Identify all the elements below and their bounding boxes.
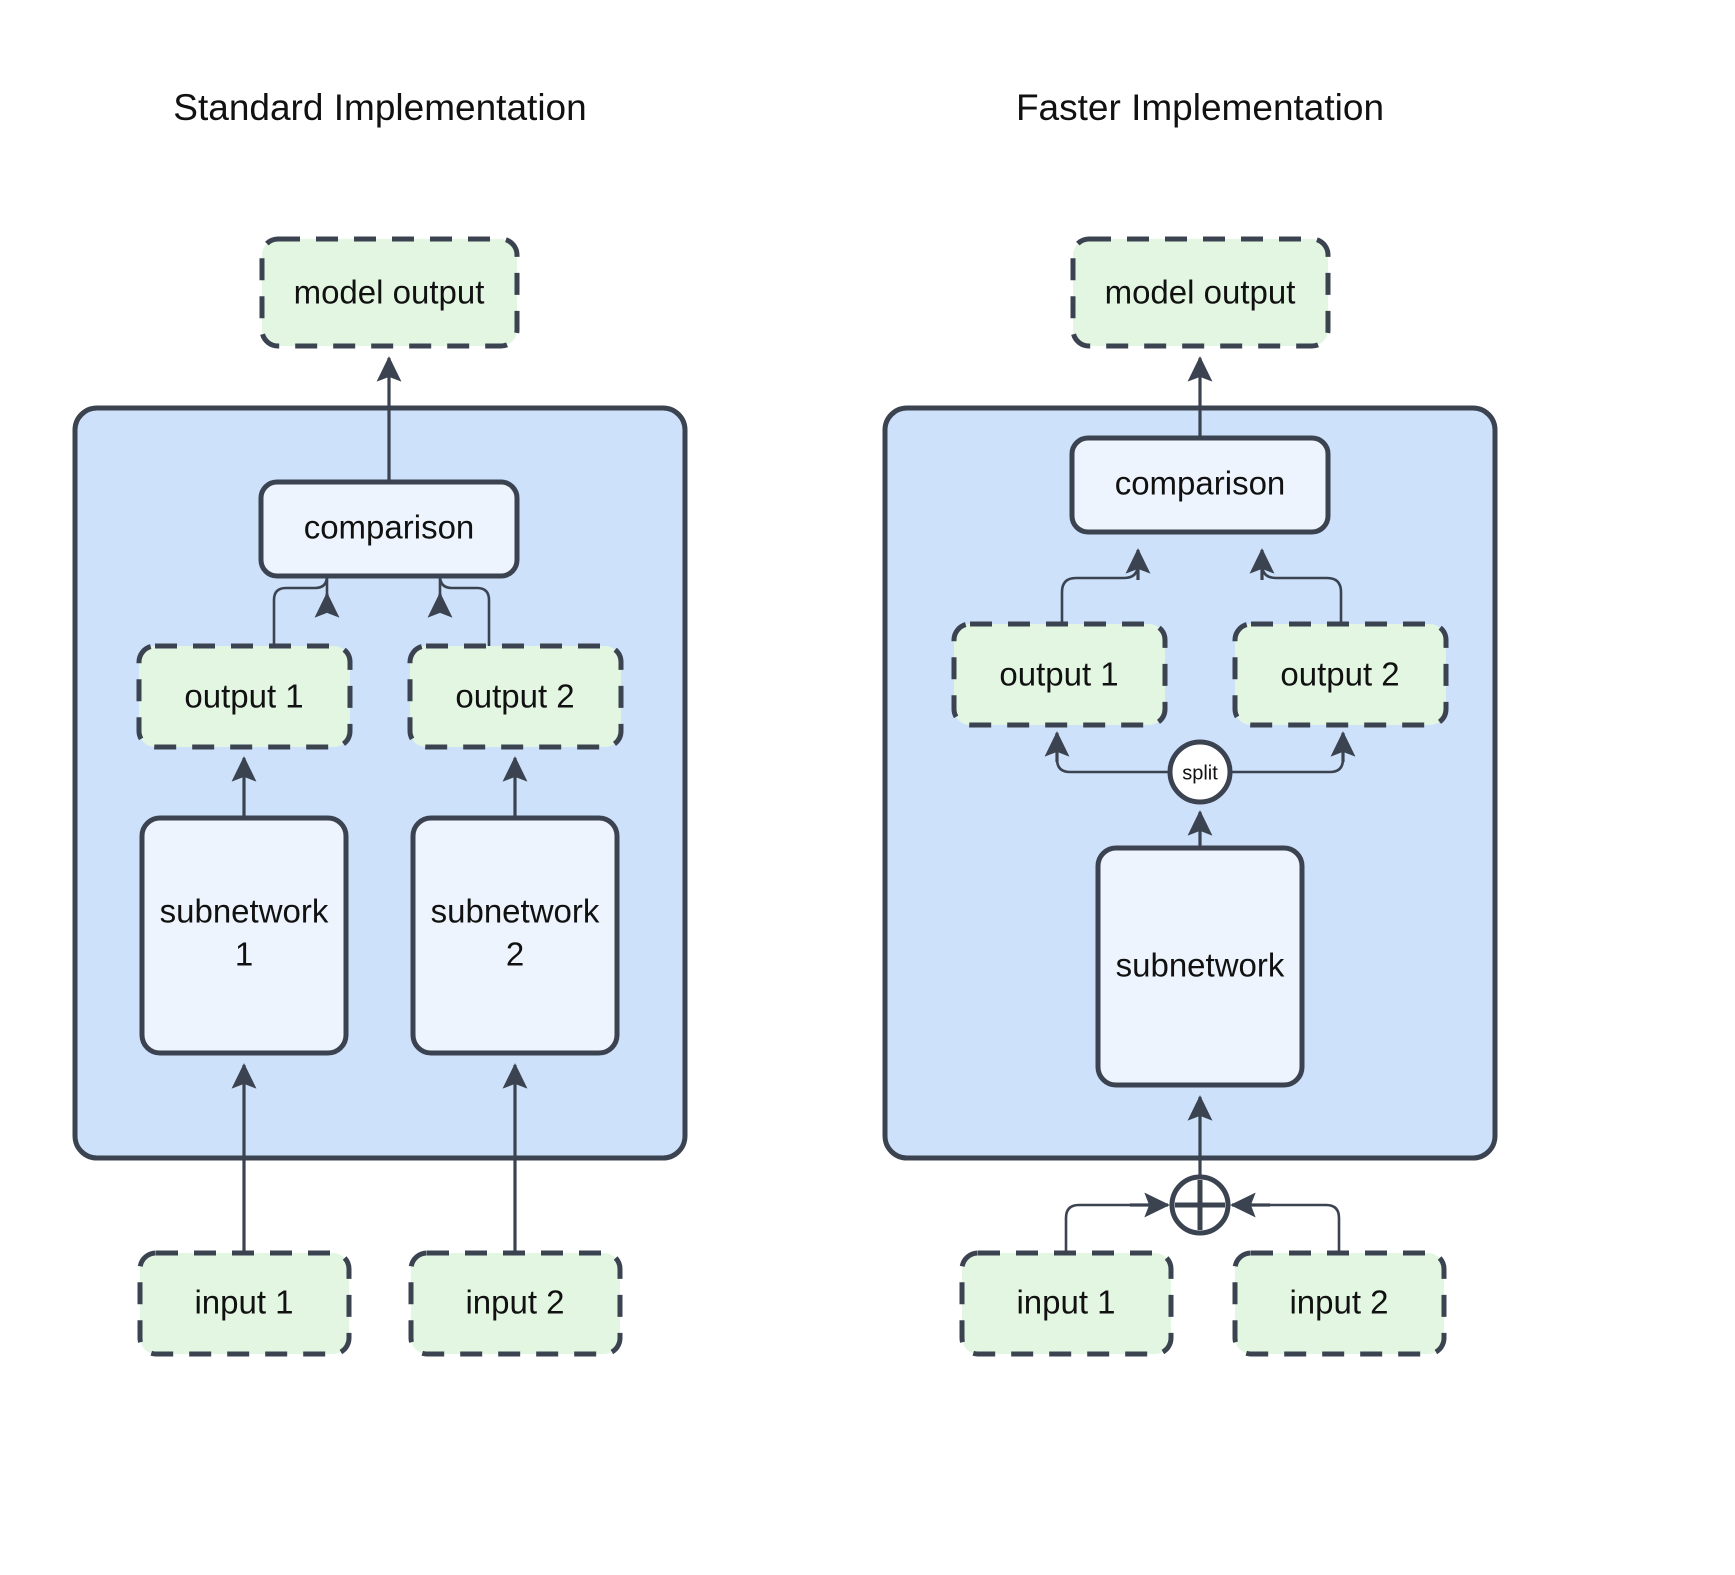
faster-edge-input2-to-concat	[1252, 1203, 1341, 1253]
faster-split-label: split	[1182, 762, 1218, 784]
standard-model-output-label: model output	[294, 274, 485, 311]
standard-edge-output2-to-comparison	[438, 575, 491, 646]
standard-output-2-box	[407, 643, 624, 750]
standard-comparison-label: comparison	[304, 509, 475, 546]
faster-input-2-label: input 2	[1289, 1284, 1388, 1321]
faster-output-2-label: output 2	[1280, 656, 1399, 693]
standard-output-2-label: output 2	[455, 678, 574, 715]
faster-model-output-box	[1070, 236, 1331, 349]
standard-model-output-box	[259, 236, 520, 349]
standard-subnetwork-1-label-line2: 1	[235, 936, 253, 973]
faster-output-1-box	[951, 621, 1168, 728]
faster-comparison-label: comparison	[1115, 465, 1286, 502]
standard-output-1-box	[136, 643, 353, 750]
standard-subnetwork-1-label-line1: subnetwork	[160, 893, 329, 930]
panel-title-faster: Faster Implementation	[1016, 87, 1384, 128]
panel-title-standard: Standard Implementation	[173, 87, 586, 128]
faster-output-1-label: output 1	[999, 656, 1118, 693]
standard-input-2-label: input 2	[465, 1284, 564, 1321]
standard-input-1-label: input 1	[194, 1284, 293, 1321]
faster-model-output-label: model output	[1105, 274, 1296, 311]
standard-subnetwork-2-label-line1: subnetwork	[431, 893, 600, 930]
standard-output-1-label: output 1	[184, 678, 303, 715]
faster-subnetwork-label: subnetwork	[1116, 947, 1285, 984]
faster-input-1-label: input 1	[1016, 1284, 1115, 1321]
standard-edge-output1-to-comparison	[272, 575, 329, 646]
faster-edge-input1-to-concat	[1064, 1203, 1148, 1253]
standard-subnetwork-2-label-line2: 2	[506, 936, 524, 973]
